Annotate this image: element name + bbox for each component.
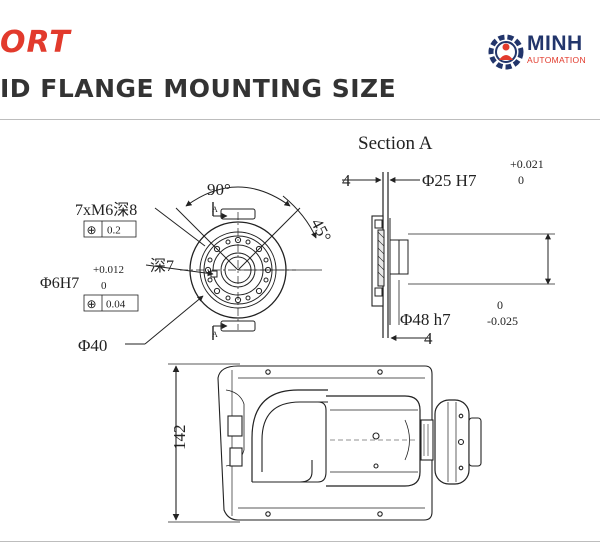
position-symbol: ⊕ (87, 223, 97, 237)
footer-divider (0, 541, 600, 542)
logo-wordmark: MINH (527, 32, 583, 55)
header-divider (0, 119, 600, 120)
pin-tolerance-upper: +0.012 (93, 264, 124, 276)
section-title: Section A (358, 133, 433, 154)
shaft-spec-label: Φ48 h7 (400, 310, 451, 329)
hole-position-tolerance: ⊕ 0.2 (83, 220, 137, 238)
pin-tolerance-lower: 0 (101, 280, 107, 292)
page-title: ID FLANGE MOUNTING SIZE (0, 74, 397, 103)
pin-position-tolerance: ⊕ 0.04 (83, 294, 139, 312)
pin-tolerance-value: 0.04 (106, 299, 126, 311)
angle-45-label: 45° (307, 215, 335, 245)
bore-tolerance-upper: +0.021 (510, 157, 544, 171)
section-dim-top: 4 (342, 171, 351, 190)
pin-position-symbol: ⊕ (87, 297, 97, 311)
section-marker-top: A (212, 205, 218, 214)
outer-diameter-label: Φ40 (78, 336, 107, 355)
logo-subtitle: AUTOMATION (527, 55, 586, 65)
shaft-tolerance-upper: 0 (497, 298, 503, 312)
gear-person-icon (488, 34, 524, 70)
robot-body-side-view (168, 363, 482, 523)
company-logo: MINH AUTOMATION (487, 30, 600, 74)
body-height-label: 142 (170, 425, 189, 451)
bore-tolerance-lower: 0 (518, 173, 524, 187)
section-marker-bottom: A (212, 330, 218, 339)
pin-depth-label: 深7 (150, 257, 174, 275)
section-a-view (342, 172, 555, 341)
angle-90-label: 90° (207, 180, 231, 199)
brand-fragment: ORT (0, 25, 71, 60)
bore-spec-label: Φ25 H7 (422, 171, 477, 190)
section-dim-bottom: 4 (424, 329, 433, 348)
hole-tolerance-value: 0.2 (107, 225, 121, 237)
pin-spec-label: Φ6H7 (40, 275, 79, 292)
hole-spec-label: 7xM6深8 (75, 201, 137, 219)
shaft-tolerance-lower: -0.025 (487, 314, 518, 328)
technical-drawing: 90° 45° 7xM6深8 ⊕ 0.2 A A Φ6H7 +0.012 0 深… (40, 133, 555, 523)
flange-front-view (125, 186, 322, 345)
